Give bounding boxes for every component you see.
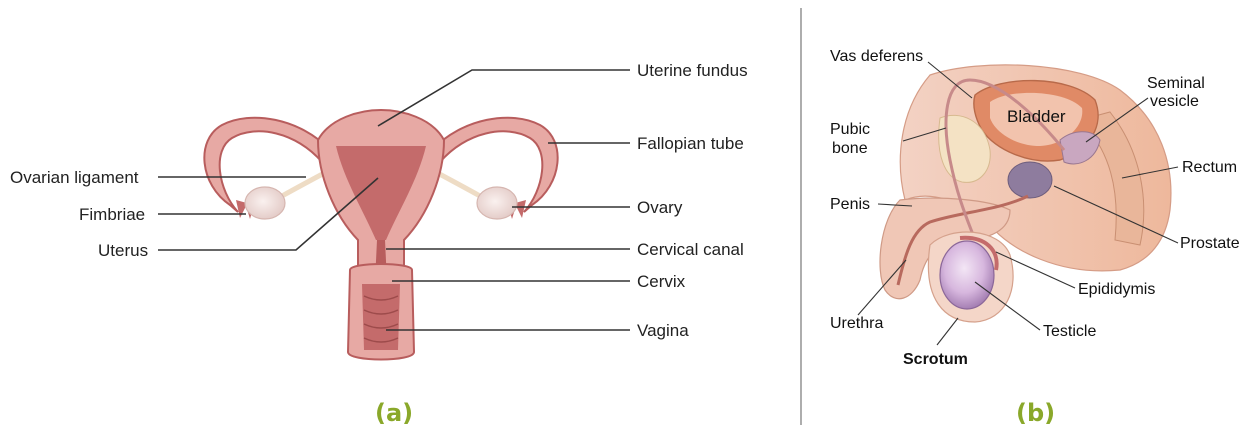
label-pubic-bone-line1: Pubic	[830, 121, 870, 138]
right-ovary	[477, 187, 517, 219]
female-reproductive-diagram: Uterine fundus Fallopian tube Ovarian li…	[10, 61, 748, 427]
left-ovary	[245, 187, 285, 219]
label-cervical-canal: Cervical canal	[637, 240, 744, 259]
label-ovarian-ligament: Ovarian ligament	[10, 168, 139, 187]
label-prostate: Prostate	[1180, 235, 1240, 252]
label-bladder: Bladder	[1007, 107, 1066, 126]
label-fallopian-tube: Fallopian tube	[637, 134, 744, 153]
label-testicle: Testicle	[1043, 323, 1096, 340]
panel-b-letter: (b)	[1016, 399, 1055, 427]
label-scrotum: Scrotum	[903, 351, 968, 368]
male-reproductive-diagram: Vas deferens Seminal vesicle Bladder Pub…	[830, 48, 1240, 427]
label-cervix: Cervix	[637, 272, 686, 291]
label-vagina: Vagina	[637, 321, 689, 340]
label-vas-deferens: Vas deferens	[830, 48, 923, 65]
label-pubic-bone-line2: bone	[832, 140, 868, 157]
label-penis: Penis	[830, 196, 870, 213]
label-ovary: Ovary	[637, 198, 683, 217]
label-seminal-vesicle-line2: vesicle	[1150, 93, 1199, 110]
testicle-shape	[940, 241, 994, 309]
label-uterus: Uterus	[98, 241, 148, 260]
panel-a-letter: (a)	[375, 399, 413, 427]
prostate-shape	[1008, 162, 1052, 198]
label-uterine-fundus: Uterine fundus	[637, 61, 748, 80]
label-epididymis: Epididymis	[1078, 281, 1155, 298]
label-rectum: Rectum	[1182, 159, 1237, 176]
leader-scrotum	[937, 318, 958, 345]
label-seminal-vesicle-line1: Seminal	[1147, 75, 1205, 92]
label-fimbriae: Fimbriae	[79, 205, 145, 224]
label-urethra: Urethra	[830, 315, 883, 332]
